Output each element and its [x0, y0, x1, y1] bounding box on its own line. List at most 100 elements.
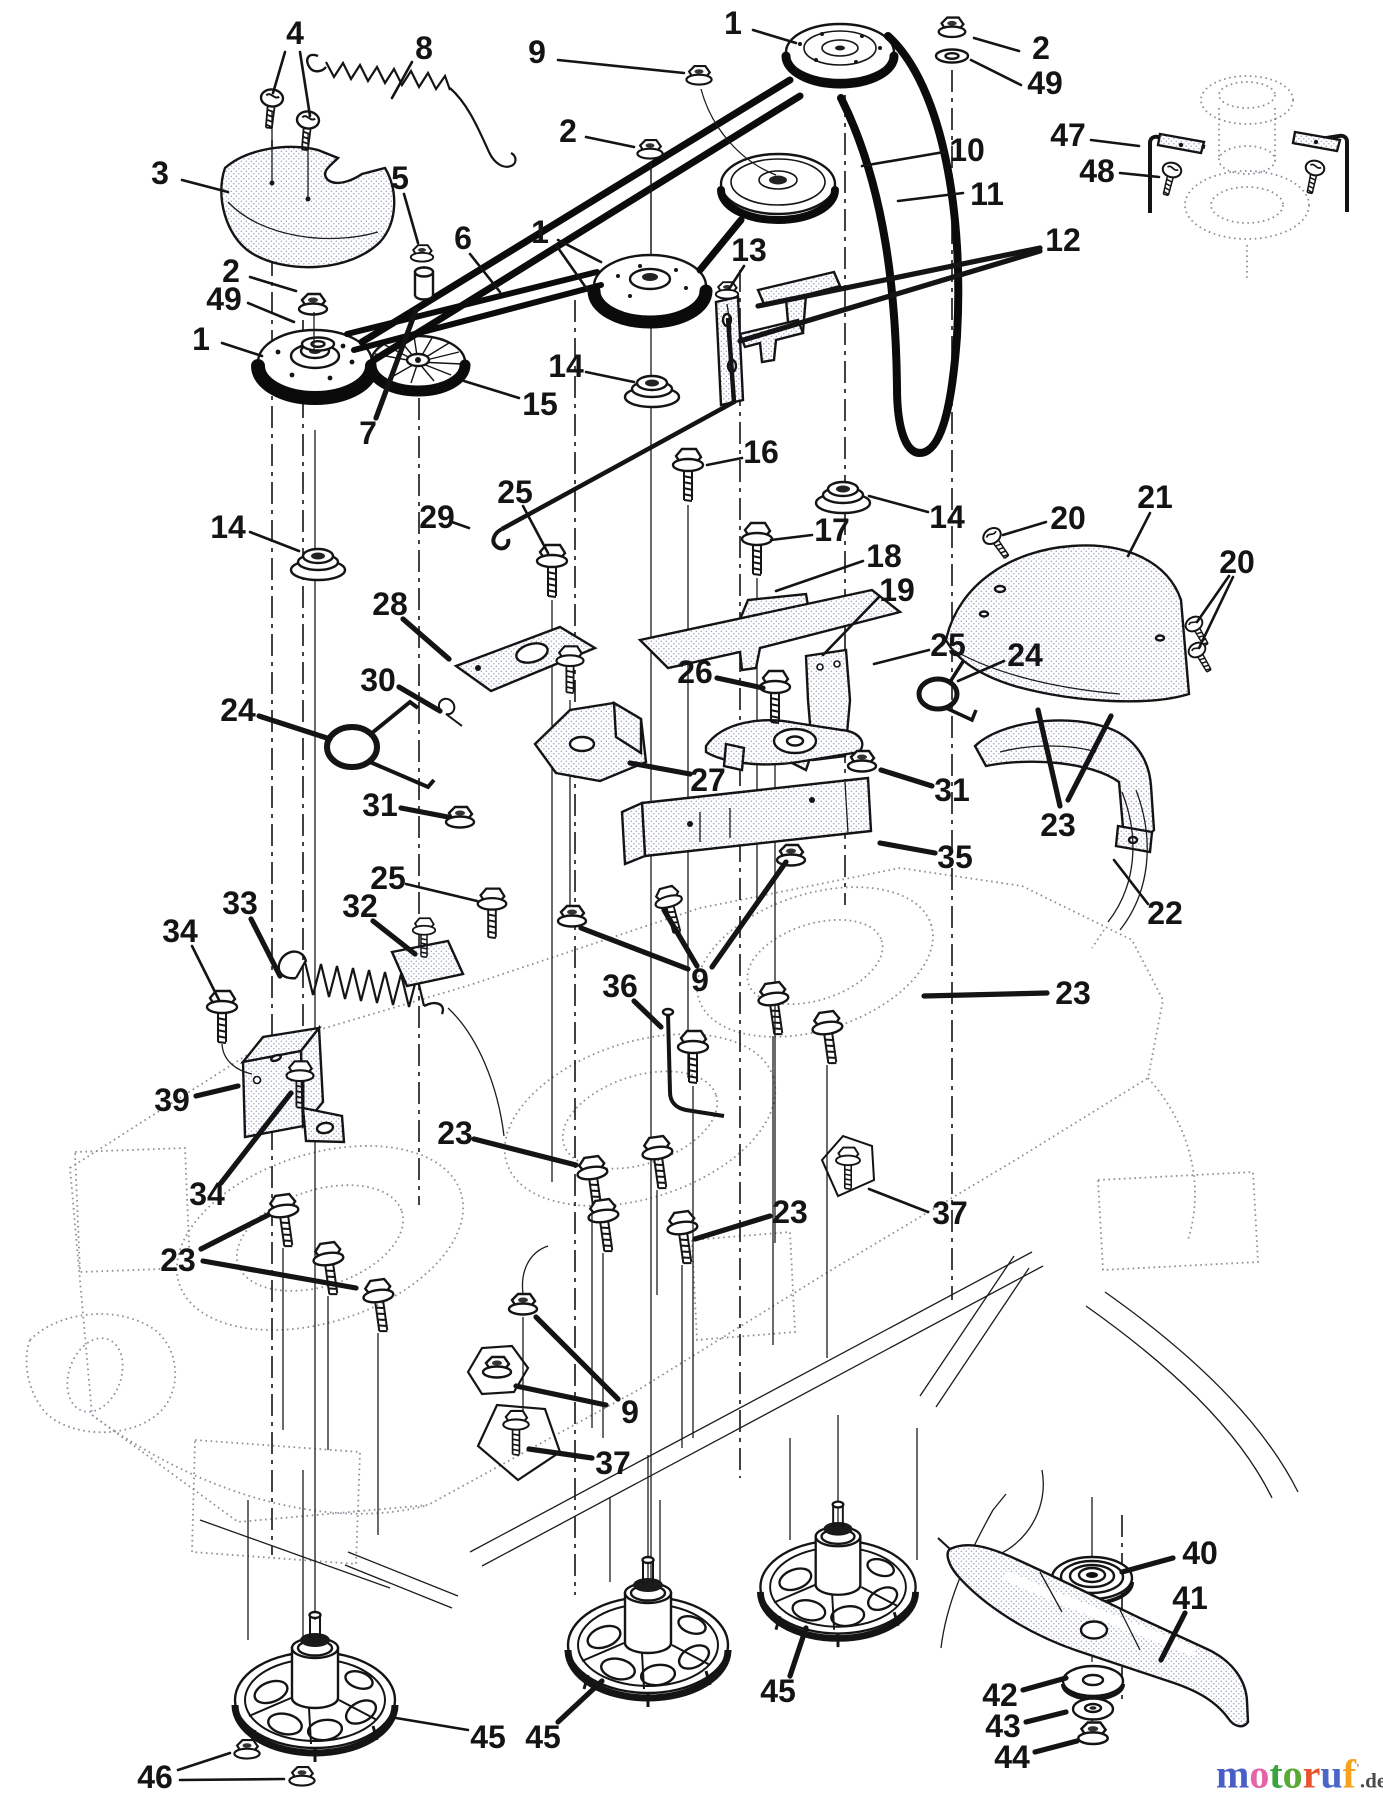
leader-line [190, 944, 221, 1002]
leader-line [969, 58, 1023, 87]
callout-9: 9 [621, 1394, 639, 1430]
spring-clip-24b [916, 659, 978, 723]
belt-guard-22 [973, 719, 1156, 949]
callout-37: 37 [595, 1445, 631, 1481]
leader-line [178, 1777, 286, 1782]
watermark-letter: m [1216, 1751, 1250, 1797]
leader-line [471, 1136, 579, 1168]
leader-line [751, 28, 798, 45]
leader-line [1197, 575, 1235, 650]
leader-line [860, 150, 946, 168]
callout-23: 23 [1040, 807, 1076, 843]
callout-33: 33 [222, 885, 258, 921]
callout-25: 25 [370, 860, 406, 896]
jackshaft-pulley-mid-1 [587, 253, 713, 329]
discharge-cover-21 [944, 544, 1191, 703]
leader-line [521, 504, 550, 555]
leader-line [661, 907, 700, 969]
callout-25: 25 [930, 627, 966, 663]
callout-18: 18 [866, 538, 902, 574]
leader-line [872, 648, 931, 666]
leader-line [578, 925, 691, 972]
leader-line [1158, 1610, 1188, 1663]
leader-line [556, 238, 603, 264]
callout-1: 1 [192, 321, 210, 357]
spindle-assembly-left-45 [235, 1612, 395, 1762]
brake-bolts-34 [205, 989, 315, 1110]
leader-line [1126, 511, 1152, 558]
callout-39: 39 [154, 1082, 190, 1118]
watermark-letter: o [1282, 1751, 1303, 1797]
leader-line [200, 1258, 359, 1291]
leader-line [526, 1446, 595, 1461]
leader-line [298, 50, 312, 118]
leader-line [769, 533, 814, 542]
watermark-letter: u [1320, 1751, 1343, 1797]
leader-line [821, 595, 881, 657]
leader-line [709, 859, 789, 970]
leader-line [627, 760, 693, 777]
callout-23: 23 [772, 1194, 808, 1230]
callout-40: 40 [1182, 1535, 1218, 1571]
leader-line [1020, 1675, 1069, 1693]
leader-line [1089, 138, 1141, 148]
leader-line [1035, 707, 1063, 809]
drive-belts [344, 32, 963, 457]
leader-line [193, 1083, 241, 1099]
leader-line [867, 494, 930, 514]
leader-line [584, 135, 636, 149]
leader-line [373, 307, 419, 421]
callout-9: 9 [691, 962, 709, 998]
leader-line [271, 50, 287, 95]
leader-line [877, 840, 938, 856]
callout-46: 46 [137, 1759, 173, 1795]
callout-17: 17 [814, 512, 850, 548]
lift-rod-29 [491, 317, 737, 551]
leader-line [1032, 1738, 1080, 1755]
leader-line [198, 1212, 271, 1252]
callout-14: 14 [929, 499, 965, 535]
spindle-reference-ghost [1184, 75, 1310, 278]
rod-screws-48 [1155, 157, 1327, 199]
leader-line [896, 191, 965, 203]
leader-line [394, 1716, 470, 1732]
leader-line [400, 616, 452, 662]
leader-line [450, 520, 471, 530]
callout-30: 30 [360, 662, 396, 698]
leader-line [1118, 171, 1161, 179]
callout-26: 26 [677, 654, 713, 690]
leader-line [787, 1625, 809, 1679]
leader-line [462, 379, 521, 400]
leader-line [404, 882, 479, 903]
idler-plate-28 [453, 625, 598, 693]
callout-1: 1 [724, 5, 742, 41]
engine-pulley-top-1 [781, 22, 899, 89]
mounting-plate-35 [620, 776, 873, 866]
blade-41 [937, 1537, 1250, 1728]
callout-20: 20 [1219, 544, 1255, 580]
callout-23: 23 [1055, 975, 1091, 1011]
watermark-word: motoruf [1216, 1751, 1356, 1796]
callout-5: 5 [391, 160, 409, 196]
callout-42: 42 [982, 1677, 1018, 1713]
leader-line [921, 990, 1050, 999]
leader-line [554, 243, 591, 294]
callout-43: 43 [985, 1708, 1021, 1744]
deck-housing-ghost [25, 867, 1299, 1609]
callout-36: 36 [602, 968, 638, 1004]
callout-14: 14 [210, 509, 246, 545]
leader-line [218, 1090, 294, 1186]
blade-washer-42 [1061, 1664, 1125, 1701]
callout-31: 31 [362, 787, 398, 823]
callout-47: 47 [1050, 117, 1086, 153]
leader-line [774, 559, 865, 593]
leader-line [396, 684, 443, 714]
callout-45: 45 [525, 1719, 561, 1755]
leader-line [956, 659, 1006, 683]
leader-line [1119, 1555, 1176, 1575]
motoruf-watermark: motoruf'.de [1216, 1748, 1383, 1800]
blade-washer-43 [1071, 1697, 1115, 1721]
